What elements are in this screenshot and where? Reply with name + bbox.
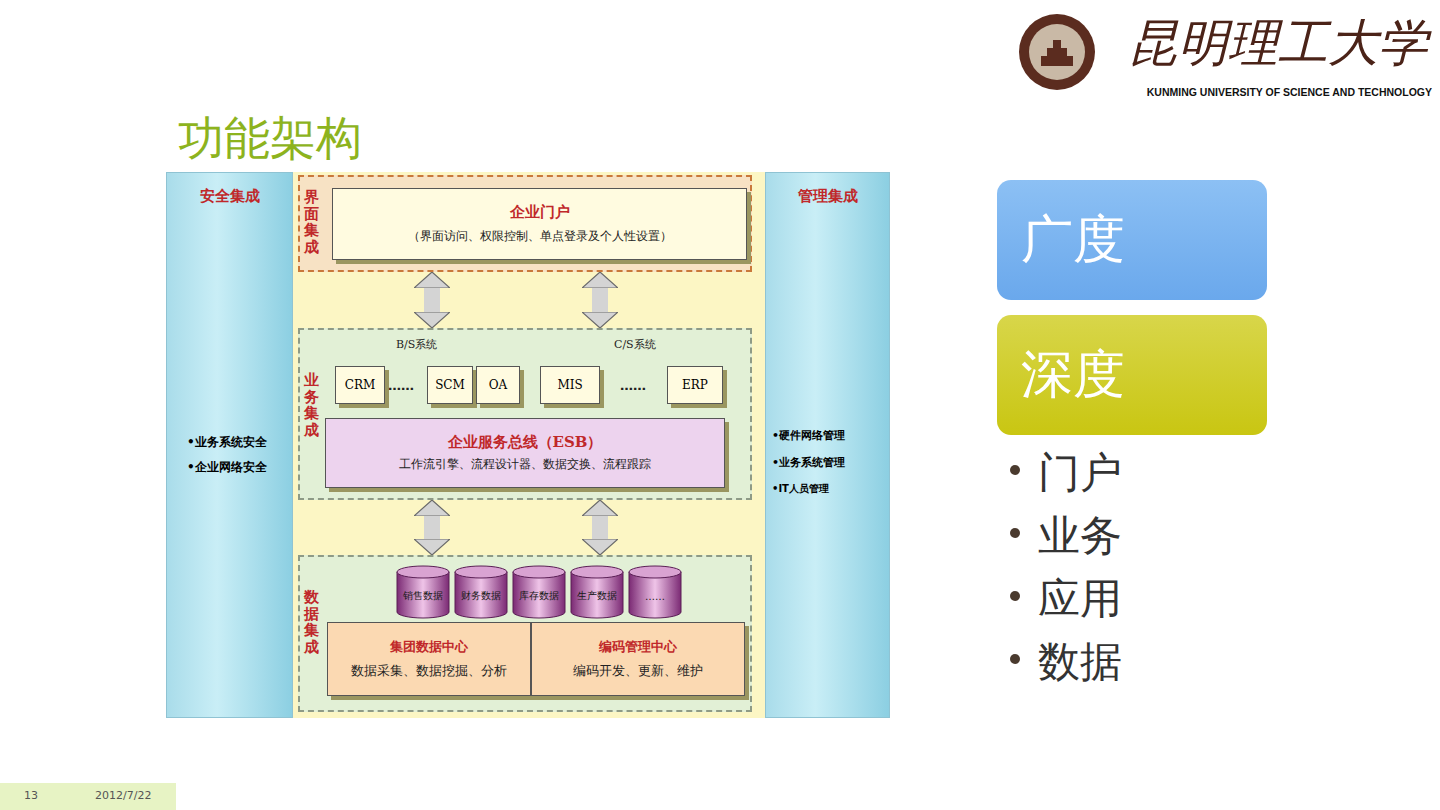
group-label: B/S系统 — [396, 337, 437, 352]
node-text: 数据采集、数据挖掘、分析 — [351, 662, 507, 680]
bullet — [1010, 465, 1020, 475]
database-cylinder: 销售数据 — [396, 565, 450, 619]
bullet — [1010, 591, 1020, 601]
emblem-core — [1029, 24, 1085, 80]
cylinder-body — [397, 572, 449, 618]
ellipsis: …… — [620, 378, 646, 393]
list-item: 应用 — [1038, 571, 1122, 627]
list-item: 门户 — [1038, 445, 1122, 501]
double-arrow — [592, 514, 608, 541]
node-heading: 销售数据 — [403, 589, 443, 603]
cylinder-top — [571, 566, 623, 578]
database-cylinder: 生产数据 — [570, 565, 624, 619]
node-heading: 企业门户 — [510, 203, 570, 222]
node-text: •硬件网络管理 — [766, 428, 889, 443]
node-text: （界面访问、权限控制、单点登录及个人性设置） — [408, 228, 672, 245]
node-text: •IT人员管理 — [766, 482, 889, 496]
emblem-building — [1041, 40, 1073, 66]
university-name: 昆明理工大学 — [1128, 10, 1428, 77]
page-number: 13 — [24, 789, 38, 802]
node-heading: 库存数据 — [519, 589, 559, 603]
theme-box: 深度 — [997, 315, 1267, 435]
system-box: MIS — [540, 366, 600, 404]
double-arrow — [592, 286, 608, 314]
node-heading: CRM — [345, 378, 376, 392]
university-name-en: KUNMING UNIVERSITY OF SCIENCE AND TECHNO… — [1147, 86, 1432, 98]
node-text: 编码开发、更新、维护 — [573, 662, 703, 680]
side-band: 安全集成 •业务系统安全 •企业网络安全 — [166, 172, 293, 718]
system-box: CRM — [335, 366, 385, 404]
node-heading: MIS — [557, 378, 582, 392]
node-heading: 广度 — [1021, 205, 1267, 275]
date: 2012/7/22 — [95, 789, 151, 802]
node-heading: 业务集成 — [304, 372, 319, 438]
node-heading: 财务数据 — [461, 589, 501, 603]
node-heading: …… — [645, 591, 665, 602]
system-box: ERP — [667, 366, 723, 404]
node-heading: ERP — [682, 378, 708, 392]
integration-region: 数据集成 销售数据 财务数据 库存数据 生产数据 …… 集团数据中心数据采集、数据挖掘、分析… — [298, 555, 752, 712]
database-cylinder: …… — [628, 565, 682, 619]
list-item: 数据 — [1038, 634, 1122, 690]
node-heading: 管理集成 — [766, 187, 889, 206]
node-heading: 生产数据 — [577, 589, 617, 603]
node-heading: 集团数据中心 — [390, 638, 468, 656]
slide-title: 功能架构 — [178, 108, 362, 170]
logo-emblem — [1019, 14, 1095, 90]
bullet — [1010, 528, 1020, 538]
node-heading: 编码管理中心 — [599, 638, 677, 656]
integration-region: 界面集成 企业门户 （界面访问、权限控制、单点登录及个人性设置） — [298, 175, 752, 272]
node-text: •业务系统管理 — [766, 455, 889, 470]
cylinder-top — [397, 566, 449, 578]
bullet — [1010, 654, 1020, 664]
node-text: •业务系统安全 — [167, 434, 292, 451]
double-arrow — [424, 514, 440, 541]
database-cylinder: 财务数据 — [454, 565, 508, 619]
cylinder-body — [513, 572, 565, 618]
list-item: 业务 — [1038, 508, 1122, 564]
center-box: 编码管理中心编码开发、更新、维护 — [531, 622, 745, 696]
group-label: C/S系统 — [614, 337, 656, 352]
system-box: OA — [476, 366, 520, 404]
portal-box: 企业门户 （界面访问、权限控制、单点登录及个人性设置） — [332, 188, 747, 260]
node-heading: 界面集成 — [304, 189, 319, 255]
cylinder-body — [455, 572, 507, 618]
database-cylinder: 库存数据 — [512, 565, 566, 619]
integration-region: 业务集成 CRM SCM OA MIS ERP 企业服务总线（ESB） 工作流引擎、流程设计器… — [298, 328, 752, 500]
node-heading: OA — [489, 378, 508, 392]
node-heading: 数据集成 — [304, 589, 319, 655]
node-text: •企业网络安全 — [167, 459, 292, 476]
ellipsis: …… — [388, 378, 414, 393]
double-arrow — [424, 286, 440, 314]
cylinder-body — [629, 572, 681, 618]
cylinder-top — [513, 566, 565, 578]
node-heading: 安全集成 — [167, 187, 292, 206]
node-heading: SCM — [435, 378, 465, 392]
node-text: 工作流引擎、流程设计器、数据交换、流程跟踪 — [399, 456, 651, 473]
cylinder-body — [571, 572, 623, 618]
node-heading: 企业服务总线（ESB） — [448, 433, 603, 452]
cylinder-top — [455, 566, 507, 578]
cylinder-top — [629, 566, 681, 578]
side-band: 管理集成 •硬件网络管理 •业务系统管理 •IT人员管理 — [765, 172, 890, 718]
list-bullets — [1010, 465, 1020, 664]
system-box: SCM — [427, 366, 473, 404]
center-panel — [293, 172, 765, 718]
theme-box: 广度 — [997, 180, 1267, 300]
node-heading: 深度 — [1021, 340, 1267, 410]
center-box: 集团数据中心数据采集、数据挖掘、分析 — [327, 622, 531, 696]
bus-box: 企业服务总线（ESB） 工作流引擎、流程设计器、数据交换、流程跟踪 — [325, 418, 725, 488]
emblem-ring — [1019, 14, 1095, 90]
footer-bar — [0, 783, 176, 810]
